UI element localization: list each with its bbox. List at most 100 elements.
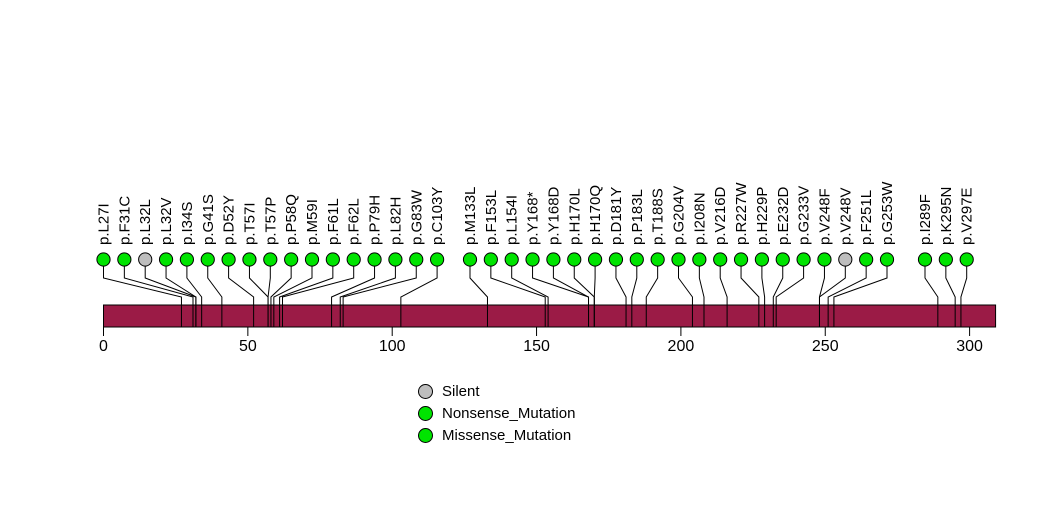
mutation-lollipop	[325, 252, 340, 267]
mutation-lollipop	[775, 252, 790, 267]
mutation-label: p.G204V	[671, 186, 688, 245]
connector-line	[945, 266, 956, 328]
mutation-label: p.L27I	[96, 203, 113, 245]
mutation-lollipop	[859, 252, 874, 267]
legend-label-missense: Missense_Mutation	[442, 426, 572, 444]
mutation-lollipop	[608, 252, 624, 267]
axis-tick-label: 50	[239, 338, 257, 355]
connector-line	[270, 266, 292, 328]
mutation-lollipop	[409, 252, 424, 267]
mutation-label: p.E232D	[775, 186, 792, 245]
mutation-label: p.V297E	[959, 187, 976, 245]
mutation-label: p.F31C	[116, 196, 133, 245]
connector-line	[281, 266, 355, 328]
legend-item-nonsense: Nonsense_Mutation	[418, 402, 575, 424]
connector-line	[833, 266, 888, 328]
connector-line	[331, 266, 376, 328]
mutation-lollipop	[483, 252, 498, 267]
mutation-label: p.L32V	[158, 197, 175, 245]
mutation-lollipop	[567, 252, 582, 267]
legend-item-missense: Missense_Mutation	[418, 424, 575, 446]
mutation-lollipop	[629, 252, 644, 267]
axis-tick-label: 0	[99, 338, 108, 355]
mutation-label: p.H229P	[754, 187, 771, 245]
mutation-label: p.G233V	[796, 186, 813, 245]
mutation-label: p.D52Y	[221, 195, 238, 245]
connector-line	[615, 266, 627, 328]
mutation-lollipop	[692, 252, 707, 267]
mutation-label: p.F153L	[483, 190, 500, 245]
mutation-lollipop	[242, 252, 257, 267]
connector-line	[207, 266, 223, 328]
connector-line	[342, 266, 417, 328]
mutation-lollipop	[546, 252, 561, 267]
mutation-lollipop	[263, 252, 278, 267]
mutation-lollipop	[817, 252, 832, 267]
mutation-label: p.K295N	[938, 187, 955, 245]
connector-line	[165, 266, 197, 328]
protein-bar	[103, 304, 997, 328]
mutation-lollipop	[733, 252, 749, 267]
mutation-lollipop	[671, 252, 686, 267]
mutation-lollipop	[346, 252, 361, 267]
axis-tick-label: 150	[523, 338, 550, 355]
connector-line	[772, 266, 784, 328]
connector-line	[593, 266, 596, 328]
connector-line	[186, 266, 203, 328]
axis-tick-label: 200	[668, 338, 695, 355]
mutation-label: p.T188S	[650, 188, 667, 245]
mutation-lollipop	[650, 252, 665, 267]
legend-label-silent: Silent	[442, 382, 480, 400]
connector-line	[761, 266, 766, 328]
mutation-label: p.H170Q	[587, 185, 604, 245]
connector-line	[273, 266, 313, 328]
mutation-label: p.Y168D	[545, 186, 562, 245]
axis-tick-label: 100	[379, 338, 406, 355]
mutation-lollipop	[179, 252, 194, 267]
connector-line	[678, 266, 693, 328]
mutation-lollipop	[525, 252, 540, 267]
connector-line	[740, 266, 760, 328]
mutation-label: p.C103Y	[429, 187, 446, 245]
connector-line	[490, 266, 546, 328]
mutation-lollipop	[796, 252, 811, 267]
mutation-label: p.G83W	[408, 189, 425, 245]
mutation-label: p.F62L	[346, 198, 363, 245]
mutation-label: p.G41S	[200, 194, 217, 245]
mutation-label: p.T57P	[262, 197, 279, 245]
mutation-lollipop	[838, 252, 853, 267]
legend: Silent Nonsense_Mutation Missense_Mutati…	[418, 380, 575, 446]
connector-line	[960, 266, 968, 328]
mutation-label: p.G253W	[879, 181, 896, 245]
connector-line	[123, 266, 194, 328]
connector-line	[698, 266, 705, 328]
legend-label-nonsense: Nonsense_Mutation	[442, 404, 576, 422]
mutation-label: p.Y168*	[525, 191, 542, 245]
missense-swatch-icon	[418, 427, 433, 443]
mutation-label: p.L82H	[387, 197, 404, 245]
mutation-label: p.T57I	[241, 202, 258, 245]
mutation-lollipop	[304, 252, 320, 267]
mutation-lollipop	[96, 252, 111, 267]
mutation-lollipop	[588, 252, 603, 267]
connector-line	[511, 266, 549, 328]
connector-line	[719, 266, 728, 328]
mutation-label: p.I289F	[917, 194, 934, 245]
mutation-label: p.V248V	[837, 187, 854, 245]
mutation-lollipop	[158, 252, 174, 267]
mutation-label: p.M133L	[462, 187, 479, 245]
mutation-lollipop	[388, 252, 403, 267]
mutation-label: p.I208N	[691, 192, 708, 245]
connector-line	[827, 266, 867, 328]
mutation-label: p.P79H	[367, 195, 384, 245]
silent-swatch-icon	[418, 383, 433, 399]
mutation-lollipop	[462, 252, 478, 267]
axis-tick-label: 300	[956, 338, 983, 355]
mutation-label: p.V216D	[712, 186, 729, 245]
connector-line	[775, 266, 805, 328]
connector-line	[228, 266, 255, 328]
mutation-label: p.P183L	[629, 189, 646, 245]
connector-line	[279, 266, 334, 328]
